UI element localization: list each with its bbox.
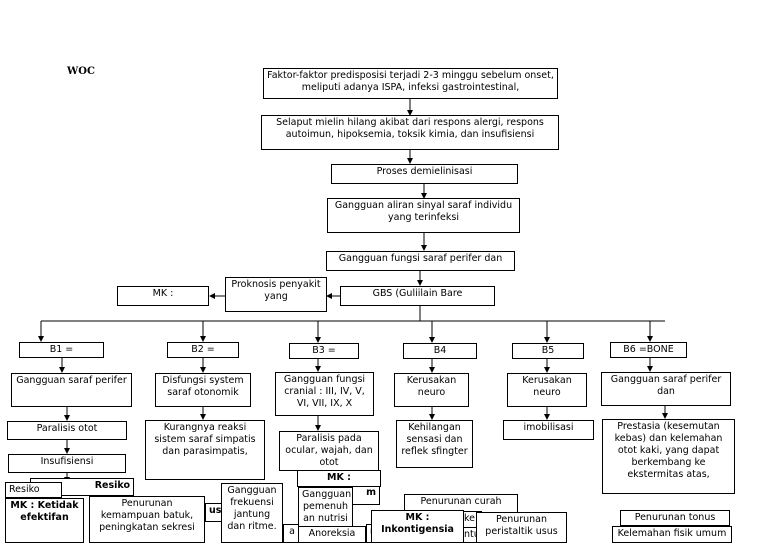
node-b3-partial3: a	[283, 524, 299, 543]
node-selaput-mielin: Selaput mielin hilang akibat dari respon…	[261, 115, 559, 150]
node-b2: B2 =	[167, 342, 239, 358]
node-b1: B1 =	[19, 342, 104, 358]
node-b6-kelemahan-fisik: Kelemahan fisik umum	[612, 526, 732, 543]
node-b2-penurunan-batuk: Penurunan kemampuan batuk, peningkatan s…	[89, 496, 205, 543]
node-b5-kerusakan-neuro: Kerusakan neuro	[507, 373, 587, 407]
node-gbs: GBS (Guliilain Bare	[340, 286, 495, 306]
node-b6-gangguan-saraf: Gangguan saraf perifer dan	[601, 372, 731, 406]
node-b4-kerusakan-neuro: Kerusakan neuro	[394, 373, 469, 407]
node-b1-insufisiensi: Insufisiensi	[8, 454, 126, 473]
node-b3-mk: MK :	[297, 470, 381, 487]
node-b3: B3 =	[289, 343, 359, 359]
node-b2-disfungsi: Disfungsi system saraf otonomik	[155, 373, 251, 407]
page-title: WOC	[67, 66, 95, 77]
node-mk-top: MK :	[117, 286, 209, 306]
node-b3-gangguan-fungsi-cranial: Gangguan fungsi cranial : III, IV, V, VI…	[275, 372, 374, 416]
node-b1-resiko: Resiko	[5, 482, 62, 498]
node-b5-imobilisasi: imobilisasi	[503, 420, 594, 440]
node-b1-gangguan-saraf: Gangguan saraf perifer	[11, 373, 132, 407]
node-gangguan-fungsi-saraf: Gangguan fungsi saraf perifer dan	[326, 251, 515, 271]
node-b3-paralisis-ocular: Paralisis pada ocular, wajah, dan otot	[279, 431, 379, 471]
node-b4: B4	[403, 343, 477, 359]
node-b4-mk-inkontigensia: MK : Inkontigensia	[371, 510, 464, 543]
node-b6: B6 =BONE	[610, 342, 687, 358]
node-b6-prestasia: Prestasia (kesemutan kebas) dan kelemaha…	[602, 419, 735, 494]
node-b5-penurunan-peristaltik: Penurunan peristaltik usus	[476, 512, 567, 543]
node-b3-gangguan-nutrisi: Gangguan pemenuh an nutrisi	[298, 487, 353, 527]
node-b3-anoreksia: Anoreksia	[298, 526, 366, 543]
node-b2-gangguan-jantung: Gangguan frekuensi jantung dan ritme.	[221, 483, 283, 543]
node-b2-kurangnya-reaksi: Kurangnya reaksi sistem saraf simpatis d…	[145, 420, 265, 480]
node-b6-penurunan-tonus: Penurunan tonus	[620, 510, 730, 526]
node-b5: B5	[512, 343, 584, 359]
node-proknosis: Proknosis penyakit yang	[225, 277, 327, 312]
node-b4-kehilangan-sensasi: Kehilangan sensasi dan reflek sfingter	[396, 420, 473, 468]
node-proses-demielinisasi: Proses demielinisasi	[331, 164, 518, 184]
node-b1-mk: MK : Ketidak efektifan	[5, 498, 84, 543]
node-faktor-predisposisi: Faktor-faktor predisposisi terjadi 2-3 m…	[263, 68, 558, 99]
node-gangguan-aliran: Gangguan aliran sinyal saraf individu ya…	[327, 198, 520, 233]
node-b1-paralisis-otot: Paralisis otot	[7, 421, 127, 440]
